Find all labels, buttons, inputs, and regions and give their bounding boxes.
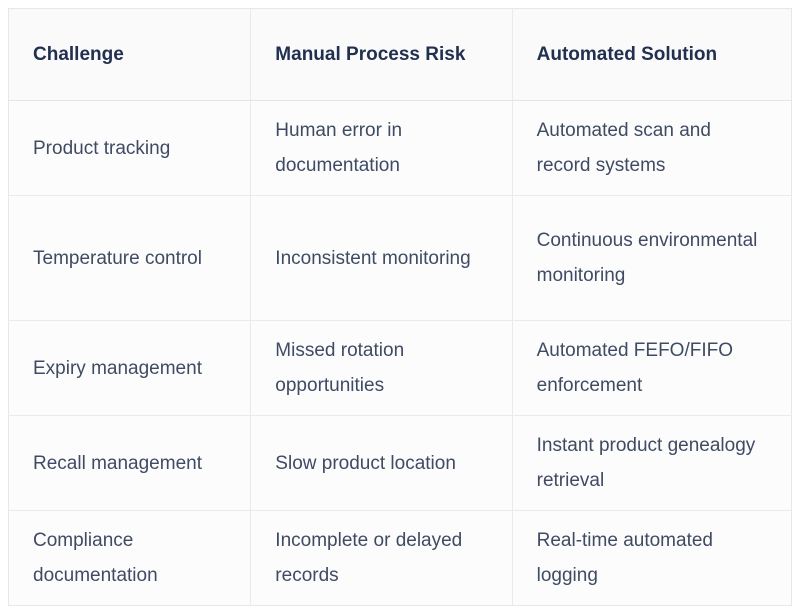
- table-row: Product tracking Human error in document…: [8, 100, 792, 196]
- cell-risk: Slow product location: [250, 415, 513, 511]
- cell-risk: Missed rotation opportunities: [250, 320, 513, 416]
- table-head: Challenge Manual Process Risk Automated …: [8, 8, 792, 101]
- cell-challenge: Recall management: [8, 415, 252, 511]
- column-header-challenge: Challenge: [8, 8, 252, 101]
- table-row: Temperature control Inconsistent monitor…: [8, 195, 792, 321]
- cell-challenge: Temperature control: [8, 195, 252, 321]
- comparison-table: Challenge Manual Process Risk Automated …: [8, 8, 792, 606]
- cell-risk: Inconsistent monitoring: [250, 195, 513, 321]
- table-row: Expiry management Missed rotation opport…: [8, 320, 792, 416]
- table-row: Compliance documentation Incomplete or d…: [8, 510, 792, 606]
- cell-solution: Automated FEFO/FIFO enforcement: [512, 320, 792, 416]
- column-header-manual-process-risk: Manual Process Risk: [250, 8, 513, 101]
- cell-risk: Human error in documentation: [250, 100, 513, 196]
- table-header-row: Challenge Manual Process Risk Automated …: [8, 8, 792, 101]
- table-body: Product tracking Human error in document…: [8, 100, 792, 606]
- cell-challenge: Compliance documentation: [8, 510, 252, 606]
- cell-solution: Continuous environmental monitoring: [512, 195, 792, 321]
- cell-solution: Real-time automated logging: [512, 510, 792, 606]
- cell-solution: Automated scan and record systems: [512, 100, 792, 196]
- column-header-automated-solution: Automated Solution: [512, 8, 792, 101]
- cell-risk: Incomplete or delayed records: [250, 510, 513, 606]
- table-row: Recall management Slow product location …: [8, 415, 792, 511]
- cell-challenge: Expiry management: [8, 320, 252, 416]
- cell-challenge: Product tracking: [8, 100, 252, 196]
- cell-solution: Instant product genealogy retrieval: [512, 415, 792, 511]
